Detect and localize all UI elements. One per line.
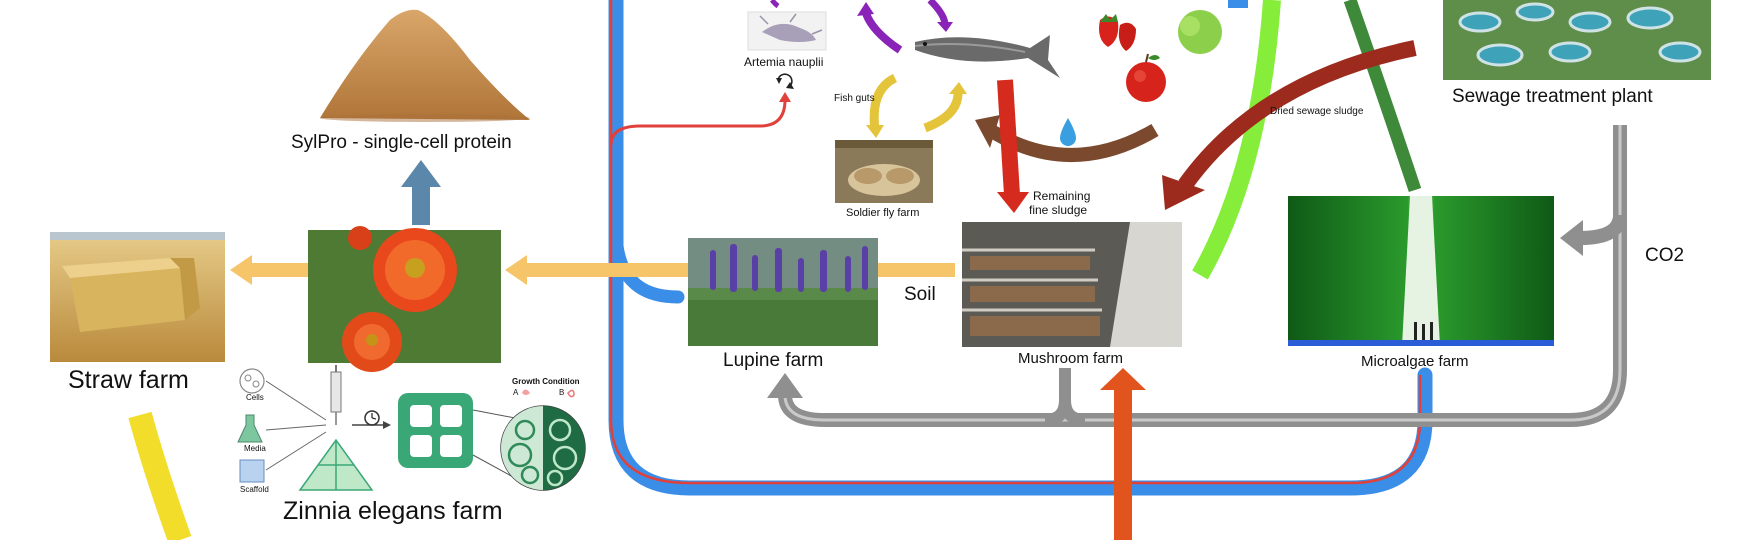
remaining-sludge-label-1: Remaining: [1033, 189, 1091, 203]
purple-arrowhead-left: [857, 2, 874, 16]
growth-condition-b-label: B: [559, 388, 565, 397]
gray-arrowhead-lupine: [767, 373, 803, 398]
gray-mushroom-merge: [1044, 368, 1086, 426]
sewage-plant-label: Sewage treatment plant: [1452, 86, 1653, 107]
zinnia-farm-label: Zinnia elegans farm: [283, 497, 503, 525]
zinnia-flower-image: [308, 226, 501, 372]
dried-sludge-arrowhead: [1162, 175, 1205, 210]
red-inner-line: [609, 0, 1422, 485]
arrow-lupine-to-zinnia-shaft: [525, 263, 690, 277]
recycle-icon: [776, 73, 794, 89]
scaffold-cells-label: Cells: [246, 393, 264, 402]
fish-guts-arrow-up: [923, 89, 963, 133]
purple-arrowhead-right: [937, 22, 953, 32]
soldier-fly-label: Soldier fly farm: [846, 207, 920, 219]
dark-green-curve: [1343, 0, 1422, 193]
fish-guts-label: Fish guts: [834, 93, 875, 104]
blue-hook-to-lupine: [609, 223, 685, 304]
zinnia-scaffold-diagram: [237, 365, 586, 491]
remaining-sludge-label-2: fine sludge: [1029, 203, 1088, 217]
sylpro-powder-image: [320, 9, 530, 122]
mushroom-farm-label: Mushroom farm: [1018, 350, 1124, 367]
red-down-arrowhead: [997, 192, 1029, 213]
blue-marker: [1228, 0, 1248, 8]
soil-label: Soil: [904, 284, 936, 305]
orange-up-arrowhead: [1100, 368, 1146, 390]
blue-return-loop: [608, 0, 1433, 496]
orange-up-arrow-shaft: [1114, 385, 1132, 540]
gray-branch-to-algae: [1579, 214, 1627, 245]
arrow-to-sylpro-shaft: [412, 185, 430, 225]
purple-arrow-right: [927, 0, 949, 26]
artemia-image: [747, 11, 827, 51]
arrow-zinnia-to-straw-shaft: [250, 263, 310, 277]
co2-label: CO2: [1645, 245, 1685, 266]
growth-condition-a-label: A: [513, 388, 519, 397]
fish-guts-arrow-down: [869, 73, 898, 131]
water-drop-icon: [1060, 118, 1076, 146]
red-down-arrow: [997, 79, 1020, 196]
arrow-lupine-to-zinnia-head: [505, 255, 527, 285]
sylpro-label: SylPro - single-cell protein: [291, 132, 512, 153]
fish-image: [914, 35, 1060, 78]
scaffold-scaffold-label: Scaffold: [240, 485, 269, 494]
scaffold-media-label: Media: [244, 444, 266, 453]
growth-condition-label: Growth Condition: [512, 377, 580, 386]
mushroom-farm-image: [962, 222, 1182, 347]
dried-sludge-label: Dried sewage sludge: [1270, 106, 1364, 117]
lupine-farm-label: Lupine farm: [723, 350, 824, 371]
gray-arrowhead-algae: [1560, 220, 1583, 256]
sewage-plant-image: [1443, 0, 1711, 80]
arrow-to-sylpro-head: [401, 160, 441, 187]
red-line-arrowhead: [779, 92, 791, 102]
dried-sludge-arrow: [1178, 40, 1417, 190]
clock-icon: [364, 410, 380, 426]
purple-arrow-left: [861, 8, 903, 54]
artemia-label: Artemia nauplii: [744, 55, 824, 69]
lupine-farm-image: [688, 238, 878, 346]
purple-arrow-top: [770, 0, 780, 9]
lime-green-curve: [1192, 0, 1281, 280]
fruit-vegetable-image: [1099, 10, 1222, 102]
straw-farm-image: [50, 232, 225, 362]
straw-farm-label: Straw farm: [68, 366, 189, 394]
arrow-zinnia-to-straw-head: [230, 255, 252, 285]
brown-arrowhead: [975, 115, 1000, 148]
microalgae-farm-label: Microalgae farm: [1361, 353, 1469, 370]
microalgae-farm-image: [1288, 196, 1554, 346]
red-line-to-artemia: [609, 99, 787, 146]
yellow-curve: [128, 411, 192, 540]
fish-guts-arrowhead-up: [949, 82, 967, 94]
gray-co2-loop-highlight: [783, 125, 1622, 422]
soldier-fly-farm-image: [835, 140, 933, 203]
fish-guts-arrowhead-down: [866, 125, 884, 138]
